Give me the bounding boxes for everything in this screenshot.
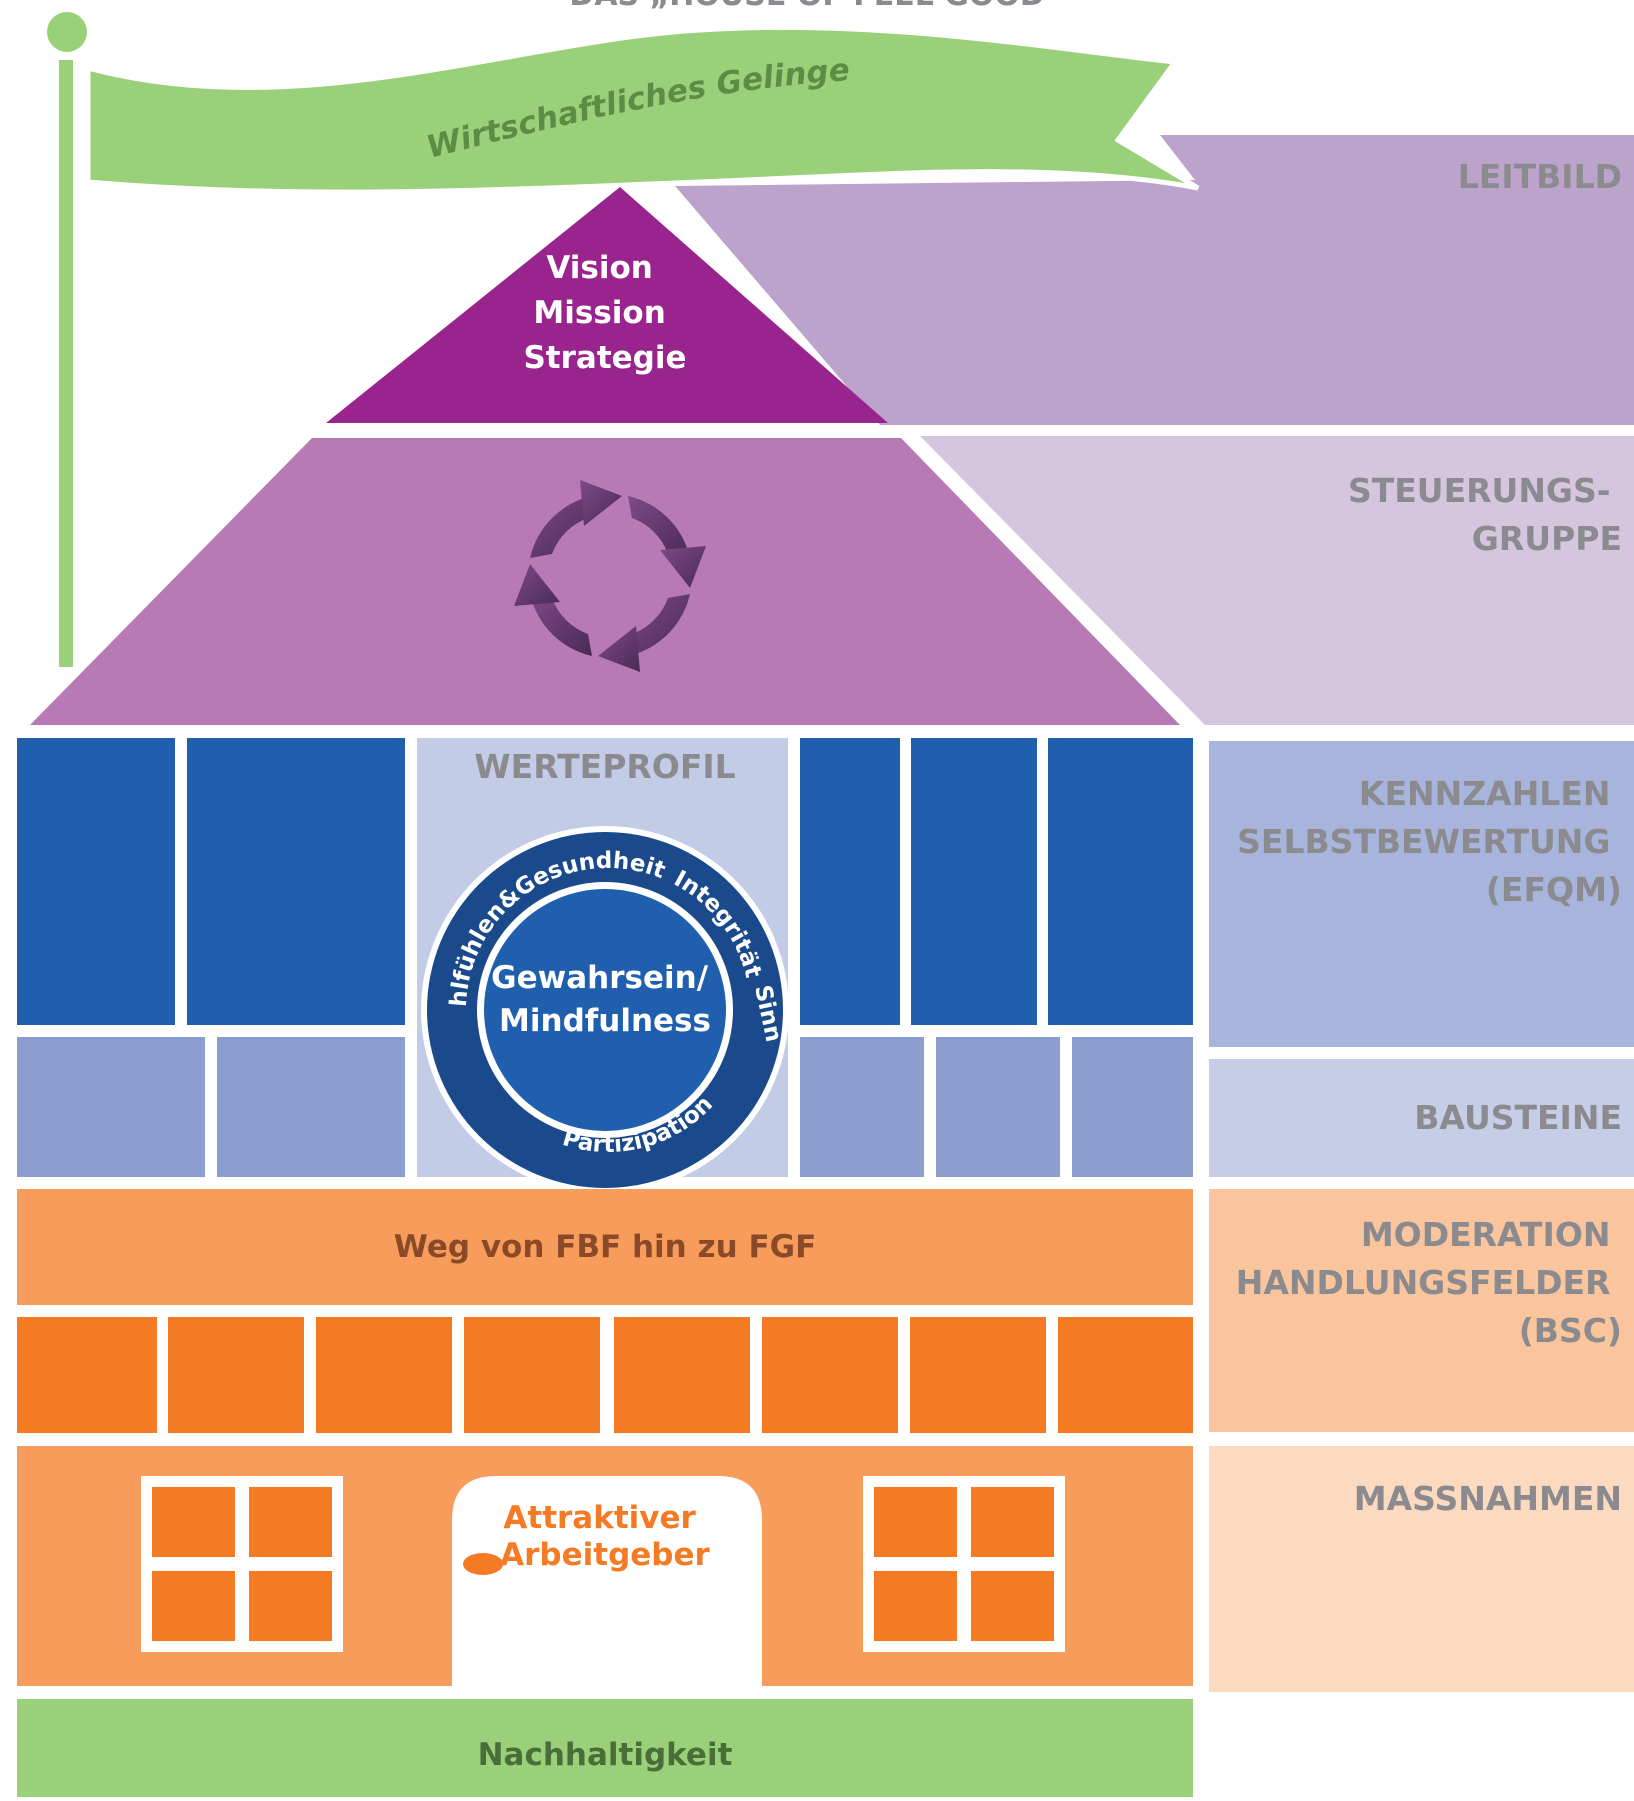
blue-block [911,738,1037,1025]
light-blue-block [936,1037,1060,1177]
orange-block [762,1317,898,1433]
circular-arrows-icon [514,480,706,672]
door [452,1476,762,1686]
moderation-panel [1209,1189,1634,1432]
leitbild-label: LEITBILD [1458,157,1622,196]
werteprofil-center [484,889,726,1131]
door-label: Attraktiver Arbeitgeber [500,1500,710,1573]
blue-block [1048,738,1193,1025]
orange-block [316,1317,452,1433]
blue-block [17,738,175,1025]
flag-pole [59,60,73,667]
massnahmen-label: MASSNAHMEN [1354,1479,1622,1518]
door-knob [463,1553,503,1575]
light-blue-block [217,1037,405,1177]
orange-block [1058,1317,1193,1433]
bausteine-label: BAUSTEINE [1414,1098,1622,1137]
leitbild-panel [675,135,1634,425]
window-left [141,1476,343,1652]
orange-block [17,1317,157,1433]
roof-middle-trapezoid [30,438,1180,725]
blue-block [800,738,900,1025]
roof-top-triangle [326,187,888,423]
kennzahlen-label: KENNZAHLEN SELBSTBEWERTUNG (EFQM) [1237,774,1622,909]
window-right [863,1476,1065,1652]
orange-block [910,1317,1046,1433]
light-blue-block [17,1037,205,1177]
light-blue-block [800,1037,924,1177]
foundation-bar [17,1699,1193,1797]
moderation-label: MODERATION HANDLUNGSFELDER (BSC) [1236,1215,1622,1350]
orange-blocks-row [17,1317,1193,1433]
massnahmen-panel [1209,1446,1634,1692]
roof-top-text: Vision Mission Strategie [523,250,686,376]
page-title: DAS „HOUSE OF FEEL GOOD“ [569,0,1064,13]
light-blue-block [1072,1037,1193,1177]
steuerung-label: STEUERUNGS- GRUPPE [1348,471,1622,558]
weg-bar [17,1189,1193,1305]
orange-block [614,1317,750,1433]
flag-pole-knob [47,12,87,52]
foundation-label: Nachhaltigkeit [478,1737,733,1773]
werteprofil-heading: WERTEPROFIL [474,747,735,786]
weg-label: Weg von FBF hin zu FGF [394,1229,817,1265]
orange-block [168,1317,304,1433]
blue-block [187,738,405,1025]
werteprofil-center-text: Gewahrsein/ Mindfulness [491,960,719,1039]
orange-block [464,1317,600,1433]
steuerung-panel [920,436,1634,725]
bausteine-panel [1209,1059,1634,1177]
kennzahlen-panel [1209,741,1634,1047]
flag-banner [85,24,1200,195]
